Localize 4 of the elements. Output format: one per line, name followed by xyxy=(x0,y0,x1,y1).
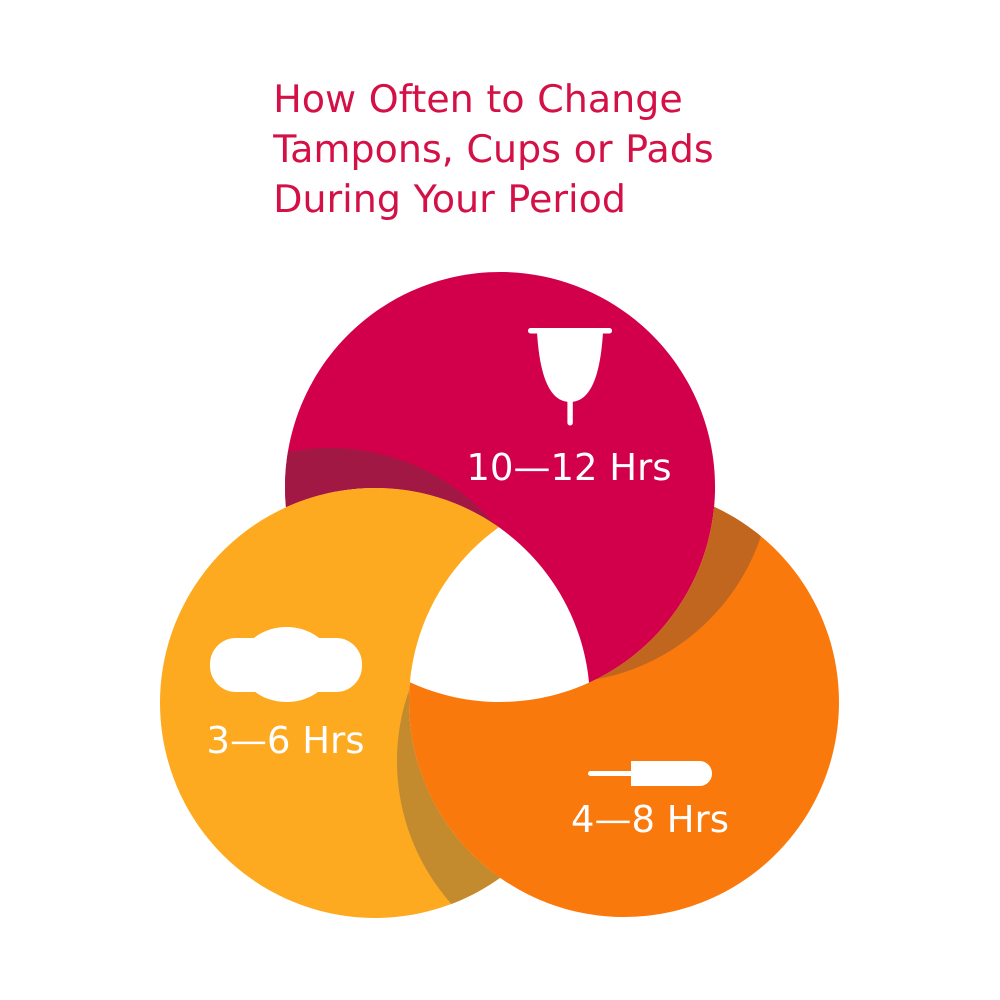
duration-label: 4—8 Hrs xyxy=(572,804,728,833)
title: How Often to Change Tampons, Cups or Pads During Your Period xyxy=(273,83,712,220)
duration-label: 3—6 Hrs xyxy=(209,726,363,754)
duration-label: 10—12 Hrs xyxy=(470,452,670,480)
